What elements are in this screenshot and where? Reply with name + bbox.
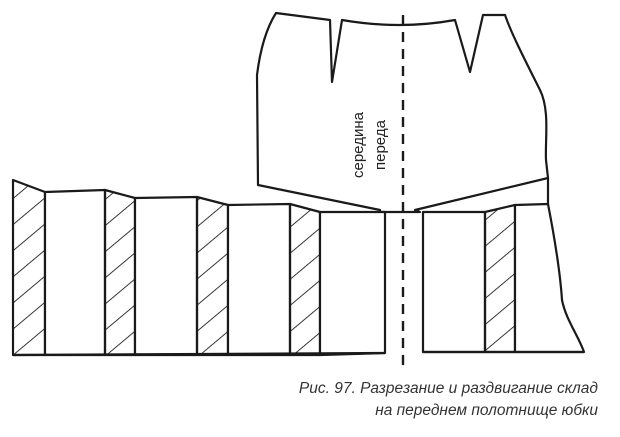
panel	[513, 202, 586, 354]
center-front-label-1: середина	[350, 112, 367, 178]
panel	[43, 188, 107, 357]
hatched-strip	[195, 195, 230, 357]
hatched-strip	[483, 203, 517, 354]
hatched-strip	[288, 202, 322, 357]
panel	[133, 195, 199, 357]
hatched-strip	[103, 188, 137, 357]
skirt-front-upper	[255, 11, 550, 214]
hatched-strip	[11, 178, 47, 357]
panel	[318, 210, 387, 357]
figure-caption-line-1: Рис. 97. Разрезание и раздвигание склад	[298, 380, 598, 397]
skirt-strips	[11, 178, 586, 357]
panel	[421, 210, 487, 354]
figure-caption-line-2: на переднем полотнище юбки	[375, 402, 598, 419]
center-front-label-2: переда	[372, 120, 389, 170]
panel	[226, 202, 292, 357]
